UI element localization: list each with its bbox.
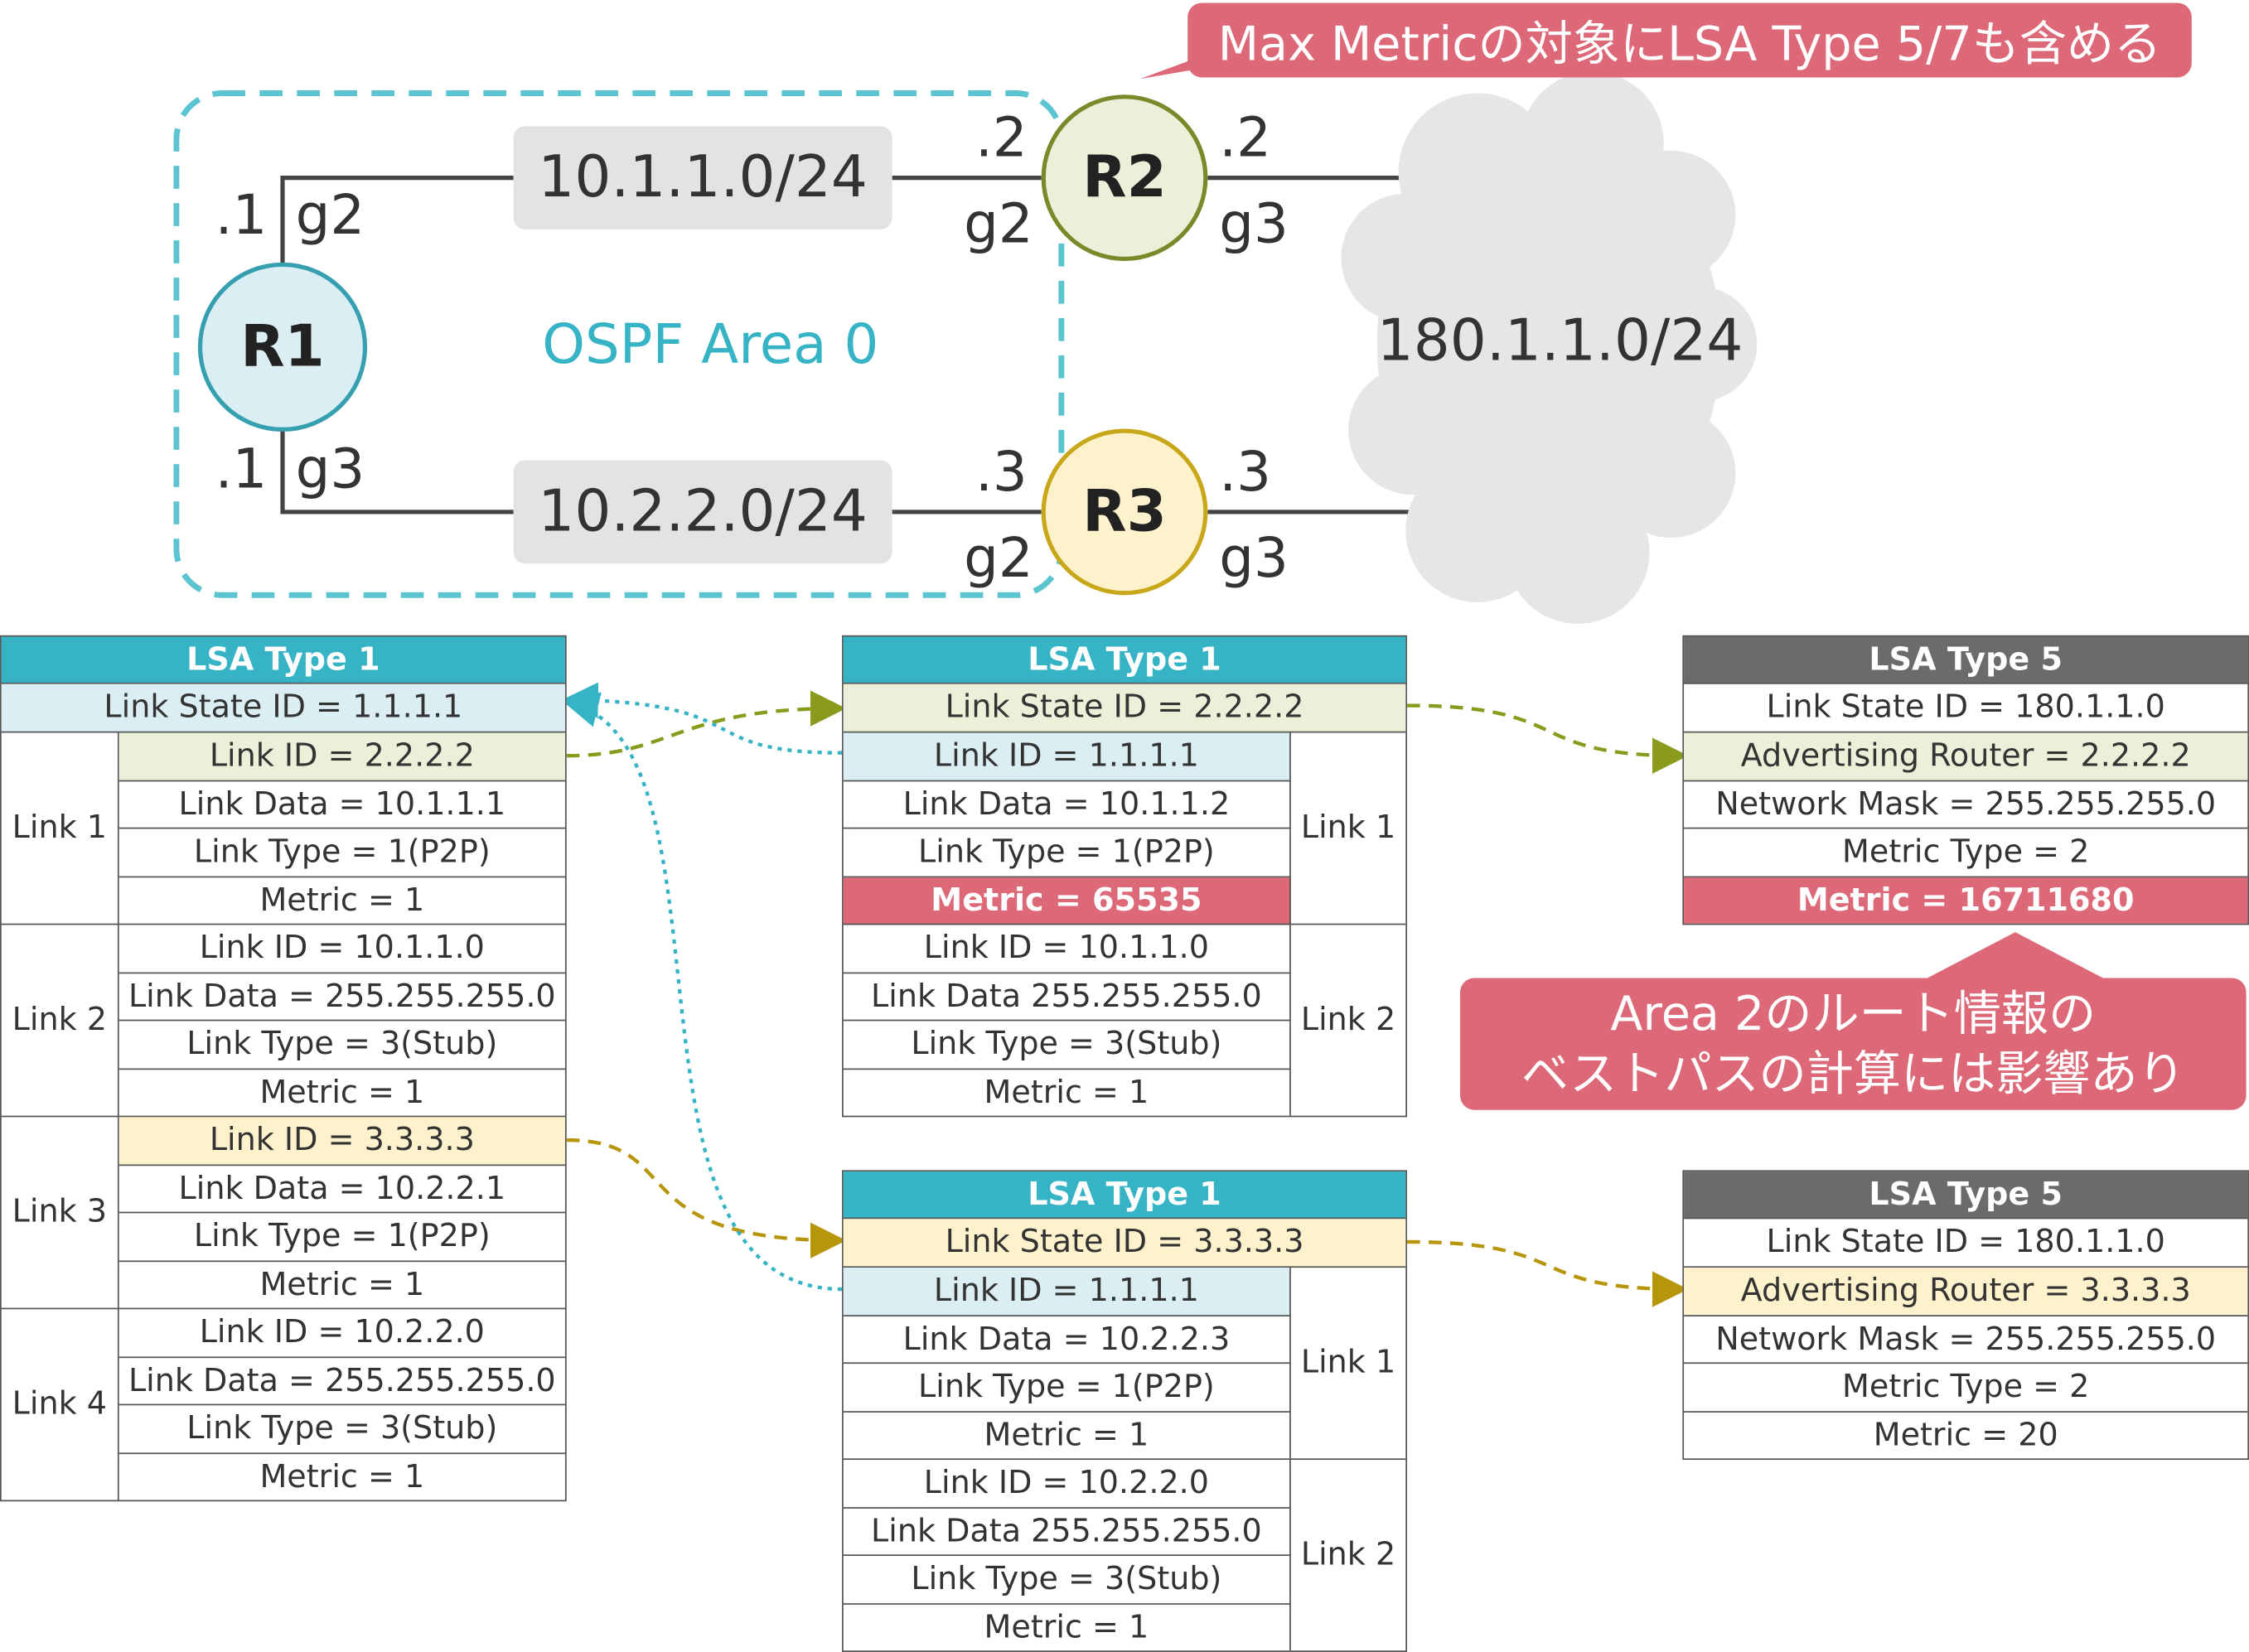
table-row: Link ID = 10.1.1.0	[118, 925, 565, 974]
table-row: Link Data = 255.255.255.0	[118, 973, 565, 1022]
table-row: Link ID = 10.1.1.0	[843, 925, 1291, 974]
router-r2[interactable]: R2	[1041, 94, 1208, 262]
link-r1-top	[280, 176, 514, 278]
table-row: Link Data = 10.1.1.1	[118, 781, 565, 829]
table-header: LSA Type 1	[843, 636, 1406, 684]
lsa5-table-r2: LSA Type 5 Link State ID = 180.1.1.0 Adv…	[1682, 635, 2249, 925]
link-group-label: Link 1	[1, 732, 119, 925]
callout-area2-line2: ベストパスの計算には影響あり	[1521, 1045, 2185, 1102]
r1-bottom-if: g3	[295, 437, 365, 501]
table-row: Metric = 1	[118, 1070, 565, 1118]
arrow-r1-to-r3	[566, 1138, 847, 1258]
callout-area2-impact: Area 2のルート情報の ベストパスの計算には影響あり	[1460, 978, 2247, 1110]
table-row: Link ID = 3.3.3.3	[118, 1117, 565, 1167]
arrow-r2-back-to-r1	[562, 682, 843, 755]
r2-left-if: g2	[964, 191, 1033, 256]
table-row: Link Type = 1(P2P)	[843, 828, 1291, 878]
arrow-r3-back-to-r1	[562, 692, 843, 1292]
r3-right-addr: .3	[1219, 440, 1272, 504]
link-group-label: Link 4	[2, 1309, 119, 1500]
table-row: Link ID = 2.2.2.2	[118, 732, 565, 782]
router-r1[interactable]: R1	[197, 262, 368, 432]
link-state-id-row: Link State ID = 1.1.1.1	[1, 684, 565, 733]
metric-max-row: Metric = 16711680	[1684, 877, 2248, 924]
lsa-table-r2: LSA Type 1 Link State ID = 2.2.2.2 Link …	[842, 635, 1408, 1118]
table-row: Link Type = 3(Stub)	[118, 1405, 565, 1455]
table-header: LSA Type 1	[843, 1171, 1406, 1220]
table-row: Metric = 1	[259, 1459, 425, 1495]
area-label: OSPF Area 0	[542, 312, 879, 376]
callout-area2-line1: Area 2のルート情報の	[1610, 985, 2097, 1041]
link-group-label: Link 1	[1290, 732, 1406, 925]
link-state-id-row: Link State ID = 2.2.2.2	[843, 684, 1406, 733]
arrow-r3-to-lsa5	[1407, 1239, 1689, 1307]
arrow-r1-to-r2	[566, 690, 847, 758]
table-row: Link ID = 1.1.1.1	[843, 1268, 1291, 1316]
arrow-r2-to-lsa5	[1407, 703, 1689, 774]
external-network-label: 180.1.1.0/24	[1376, 308, 1744, 374]
table-row: Metric = 1	[843, 1412, 1291, 1461]
table-row: Metric = 1	[118, 877, 565, 925]
cloud-icon	[1341, 71, 1758, 624]
link-group-label: Link 3	[1, 1117, 119, 1310]
table-row: Metric = 1	[844, 1070, 1291, 1116]
table-row: Link State ID = 180.1.1.0	[1684, 1219, 2248, 1268]
table-row: Network Mask = 255.255.255.0	[1684, 1316, 2248, 1365]
table-row: Link ID = 10.2.2.0	[843, 1460, 1291, 1509]
table-row: Link Type = 3(Stub)	[843, 1556, 1291, 1605]
router-r1-label: R1	[240, 314, 325, 380]
table-row: Metric = 20	[1873, 1417, 2058, 1454]
table-row: Link Data 255.255.255.0	[843, 973, 1291, 1022]
table-row: Link Type = 1(P2P)	[843, 1364, 1291, 1413]
link-group-label: Link 2	[1300, 1002, 1396, 1039]
r1-top-addr: .1	[215, 183, 268, 247]
callout-max-metric: Max Metricの対象にLSA Type 5/7も含める	[1187, 2, 2192, 78]
table-header: LSA Type 5	[1684, 636, 2248, 684]
r2-left-addr: .2	[975, 106, 1028, 170]
table-row: Network Mask = 255.255.255.0	[1684, 781, 2248, 829]
r3-left-if: g2	[964, 526, 1033, 590]
table-row: Link Type = 1(P2P)	[118, 1213, 565, 1263]
table-row: Metric Type = 2	[1684, 828, 2248, 878]
link-group-label: Link 2	[1, 925, 119, 1118]
table-row: Link Type = 3(Stub)	[843, 1021, 1291, 1070]
network-label-r1-r2: 10.1.1.0/24	[513, 126, 892, 229]
link-r1-bottom	[280, 415, 514, 514]
router-r2-label: R2	[1082, 144, 1167, 211]
table-row: Link ID = 1.1.1.1	[843, 732, 1291, 782]
r2-right-if: g3	[1219, 191, 1289, 256]
network-label-r1-r3: 10.2.2.0/24	[513, 460, 892, 564]
advertising-router-row: Advertising Router = 2.2.2.2	[1684, 732, 2248, 782]
table-row: Link Data = 255.255.255.0	[118, 1358, 565, 1406]
link-group-label: Link 2	[1300, 1537, 1396, 1573]
r1-top-if: g2	[295, 183, 365, 247]
table-row: Link Type = 1(P2P)	[118, 828, 565, 878]
lsa-table-r3: LSA Type 1 Link State ID = 3.3.3.3 Link …	[842, 1170, 1408, 1652]
lsa5-table-r3: LSA Type 5 Link State ID = 180.1.1.0 Adv…	[1682, 1170, 2249, 1461]
callout-mid-tail	[1922, 932, 2109, 981]
table-row: Link ID = 10.2.2.0	[118, 1309, 565, 1359]
table-row: Link Data 255.255.255.0	[843, 1508, 1291, 1557]
table-row: Metric = 1	[844, 1604, 1291, 1651]
link-state-id-row: Link State ID = 3.3.3.3	[843, 1219, 1406, 1268]
router-r3-label: R3	[1082, 479, 1167, 545]
r1-bottom-addr: .1	[215, 437, 268, 501]
advertising-router-row: Advertising Router = 3.3.3.3	[1684, 1268, 2248, 1316]
router-r3[interactable]: R3	[1041, 428, 1208, 596]
metric-max-row: Metric = 65535	[843, 877, 1291, 925]
table-header: LSA Type 1	[1, 636, 565, 684]
table-row: Link Data = 10.1.1.2	[843, 781, 1291, 829]
lsa-table-r1: LSA Type 1 Link State ID = 1.1.1.1 Link …	[0, 635, 567, 1502]
link-group-label: Link 1	[1290, 1268, 1406, 1461]
r2-right-addr: .2	[1219, 106, 1272, 170]
r3-right-if: g3	[1219, 526, 1289, 590]
table-row: Link Data = 10.2.2.1	[118, 1166, 565, 1214]
table-row: Link Data = 10.2.2.3	[843, 1316, 1291, 1365]
table-header: LSA Type 5	[1684, 1171, 2248, 1220]
table-row: Link State ID = 180.1.1.0	[1684, 684, 2248, 733]
table-row: Metric = 1	[118, 1262, 565, 1310]
table-row: Link Type = 3(Stub)	[118, 1021, 565, 1070]
r3-left-addr: .3	[975, 440, 1028, 504]
table-row: Metric Type = 2	[1684, 1364, 2248, 1413]
